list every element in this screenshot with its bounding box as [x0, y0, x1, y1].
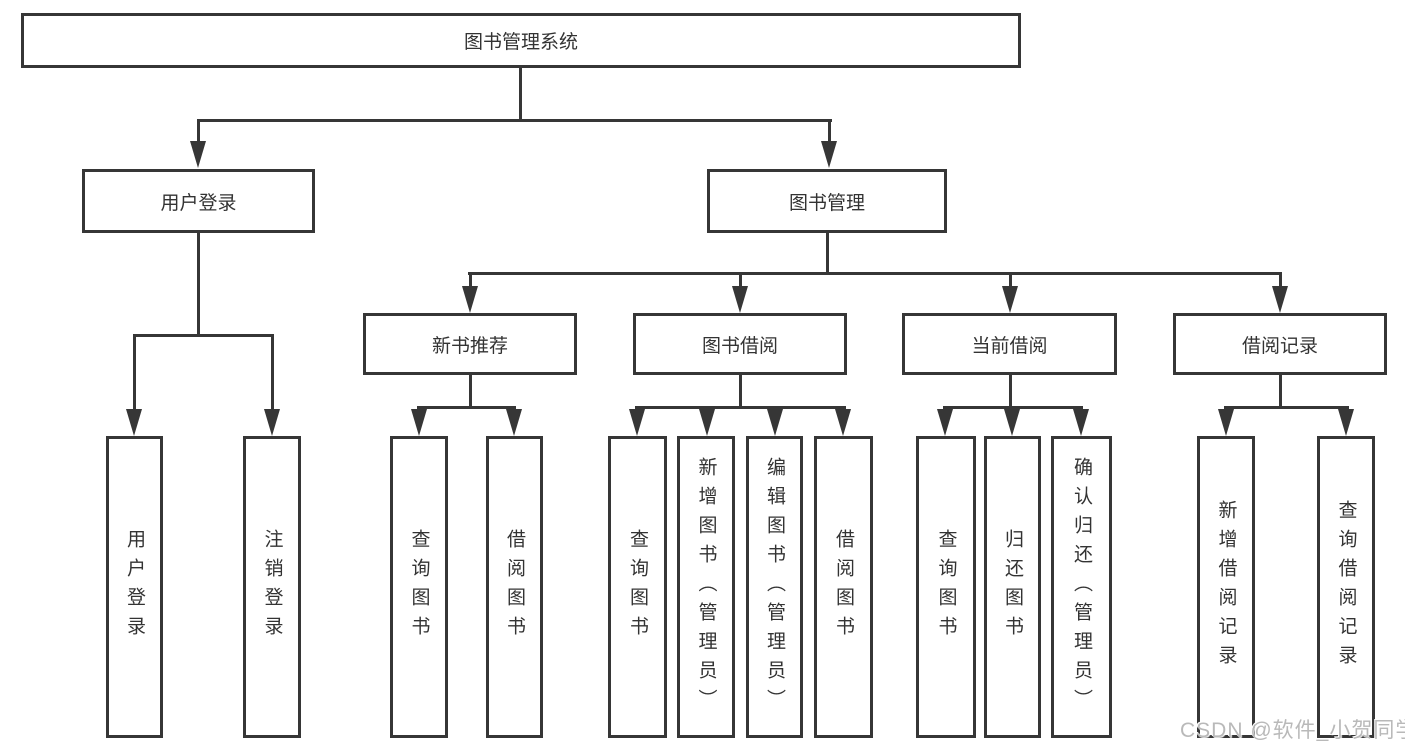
arrowhead-to-nb-query: [411, 409, 427, 436]
arrowhead-to-book-borrow: [732, 286, 748, 313]
arrowhead-to-user-login: [190, 141, 206, 168]
connector-borrow-records-split: [1224, 406, 1349, 409]
leaf-newbooks-query-books: 查询图书: [390, 436, 448, 738]
node-book-borrow: 图书借阅: [633, 313, 847, 375]
leaf-bookborrow-add-books-admin: 新增图书（管理员）: [677, 436, 735, 738]
leaf-bookborrow-edit-books-admin: 编辑图书（管理员）: [746, 436, 803, 738]
arrowhead-to-bb-add: [699, 409, 715, 436]
leaf-logout: 注销登录: [243, 436, 301, 738]
arrowhead-to-leaf-logout: [264, 409, 280, 436]
leaf-currentborrow-return-books: 归还图书: [984, 436, 1041, 738]
connector-to-user-login: [197, 119, 200, 143]
connector-current-borrow-stem: [1009, 375, 1012, 408]
arrowhead-to-bb-borrow: [835, 409, 851, 436]
arrowhead-to-current-borrow: [1002, 286, 1018, 313]
node-current-borrow: 当前借阅: [902, 313, 1117, 375]
arrowhead-to-leaf-login: [126, 409, 142, 436]
connector-new-books-split: [417, 406, 516, 409]
connector-book-mgmt-split: [468, 272, 1282, 275]
connector-user-login-stem: [197, 233, 200, 337]
leaf-user-login: 用户登录: [106, 436, 163, 738]
connector-root-split: [197, 119, 832, 122]
connector-book-borrow-stem: [739, 375, 742, 408]
connector-to-book-borrow: [739, 272, 742, 288]
arrowhead-to-bb-query: [629, 409, 645, 436]
connector-to-leaf-login: [133, 334, 136, 410]
arrowhead-to-nb-borrow: [506, 409, 522, 436]
leaf-currentborrow-query-books: 查询图书: [916, 436, 976, 738]
connector-to-current-borrow: [1009, 272, 1012, 288]
connector-root-stem: [519, 67, 522, 120]
arrowhead-to-br-add: [1218, 409, 1234, 436]
arrowhead-to-cb-query: [937, 409, 953, 436]
leaf-records-query-borrow-record: 查询借阅记录: [1317, 436, 1375, 738]
arrowhead-to-new-books: [462, 286, 478, 313]
csdn-watermark: CSDN @软件_小贺同学: [1180, 719, 1405, 742]
node-user-login: 用户登录: [82, 169, 315, 233]
arrowhead-to-bb-edit: [767, 409, 783, 436]
node-root-library-system: 图书管理系统: [21, 13, 1021, 68]
arrowhead-to-br-query: [1338, 409, 1354, 436]
arrowhead-to-cb-confirm: [1073, 409, 1089, 436]
leaf-bookborrow-borrow-books: 借阅图书: [814, 436, 873, 738]
arrowhead-to-book-mgmt: [821, 141, 837, 168]
leaf-currentborrow-confirm-return-admin: 确认归还（管理员）: [1051, 436, 1112, 738]
connector-book-borrow-split: [635, 406, 846, 409]
node-borrow-records: 借阅记录: [1173, 313, 1387, 375]
leaf-bookborrow-query-books: 查询图书: [608, 436, 667, 738]
leaf-records-add-borrow-record: 新增借阅记录: [1197, 436, 1255, 738]
connector-to-new-books: [469, 272, 472, 288]
connector-to-leaf-logout: [271, 334, 274, 410]
connector-user-login-split: [133, 334, 274, 337]
connector-to-borrow-records: [1279, 272, 1282, 288]
node-new-books: 新书推荐: [363, 313, 577, 375]
connector-to-book-mgmt: [828, 119, 831, 143]
leaf-newbooks-borrow-books: 借阅图书: [486, 436, 543, 738]
arrowhead-to-cb-return: [1004, 409, 1020, 436]
connector-borrow-records-stem: [1279, 375, 1282, 408]
arrowhead-to-borrow-records: [1272, 286, 1288, 313]
node-book-mgmt: 图书管理: [707, 169, 947, 233]
connector-new-books-stem: [469, 375, 472, 408]
connector-book-mgmt-stem: [826, 233, 829, 275]
connector-current-borrow-split: [943, 406, 1083, 409]
